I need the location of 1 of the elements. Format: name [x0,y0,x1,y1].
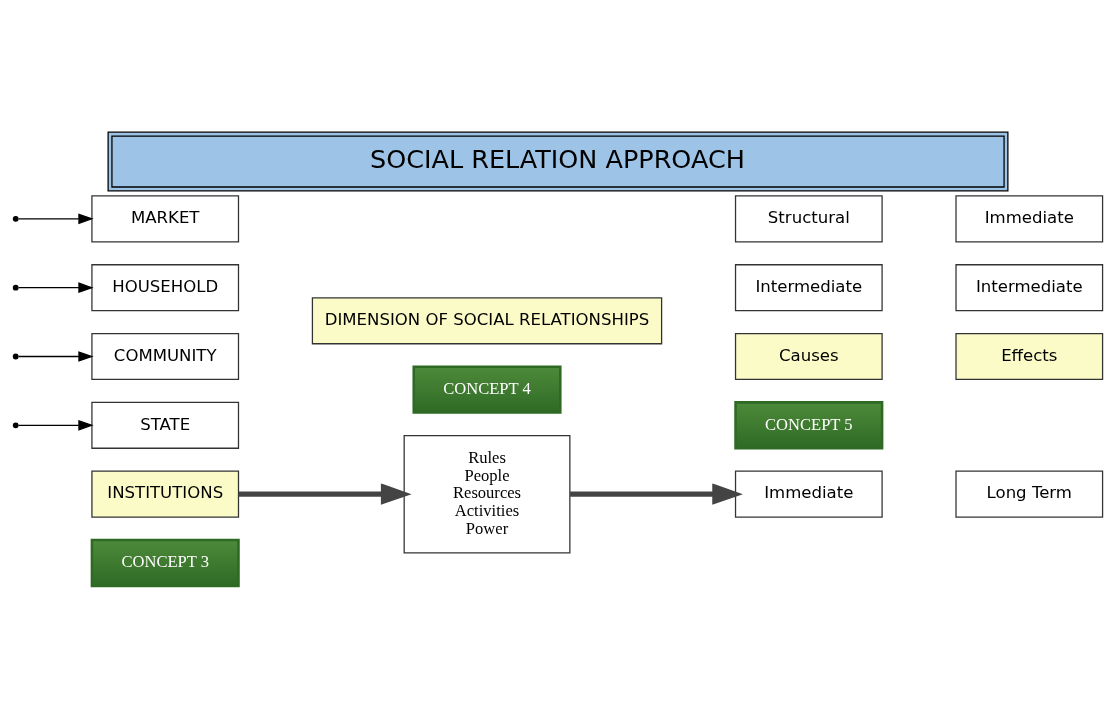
diagram-title: SOCIAL RELATION APPROACH [370,143,745,174]
